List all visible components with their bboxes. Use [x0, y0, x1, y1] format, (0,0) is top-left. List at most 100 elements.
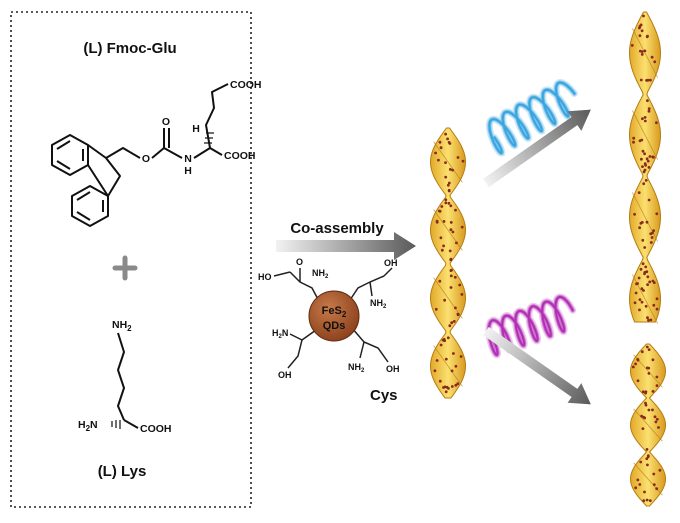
helix-molecule-dot: [454, 383, 458, 387]
helix-molecule-dot: [636, 478, 640, 482]
helix-molecule-dot: [642, 14, 645, 18]
helix-molecule-dot: [444, 198, 448, 202]
cys-label: Cys: [370, 387, 398, 404]
helix-molecule-dot: [637, 191, 641, 195]
helix-molecule-dot: [438, 379, 442, 383]
helix-molecule-dot: [647, 109, 651, 113]
helix-molecule-dot: [449, 258, 453, 262]
co-assembly-label: Co-assembly: [290, 220, 384, 237]
helix-molecule-dot: [642, 170, 646, 174]
helix-molecule-dot: [452, 352, 455, 355]
fmoc-o-carbonyl: O: [162, 116, 170, 128]
helix-molecule-dot: [646, 275, 650, 279]
helix-ribbon-center: [430, 127, 466, 399]
plus-sign: [112, 255, 138, 281]
helix-molecule-dot: [655, 384, 659, 387]
helix-molecule-dot: [640, 53, 644, 56]
helix-molecule-dot: [640, 287, 644, 291]
helix-molecule-dot: [451, 230, 455, 234]
helix-seam: [632, 192, 658, 242]
helix-molecule-dot: [637, 276, 641, 280]
helix-molecule-dot: [644, 265, 648, 269]
helix-molecule-dot: [448, 168, 452, 171]
helix-molecule-dot: [438, 209, 442, 213]
helix-molecule-dot: [460, 225, 464, 229]
helix-molecule-dot: [638, 308, 641, 312]
spring-coil: [487, 296, 574, 356]
helix-molecule-dot: [651, 358, 655, 362]
helix-molecule-dot: [449, 221, 453, 224]
helix-molecule-dot: [646, 455, 650, 459]
helix-molecule-dot: [444, 201, 448, 205]
helix-molecule-dot: [642, 499, 646, 503]
helix-seam: [433, 209, 463, 251]
helix-molecule-dot: [450, 268, 453, 272]
lys-cooh: COOH: [140, 423, 172, 435]
helix-seam: [433, 277, 463, 319]
fmoc-n-h: H: [184, 165, 192, 177]
helix-molecule-dot: [646, 159, 650, 163]
helix-molecule-dot: [444, 175, 448, 179]
helix-molecule-dot: [634, 291, 638, 295]
helix-molecule-dot: [644, 401, 647, 405]
helix-molecule-dot: [450, 321, 454, 325]
helix-molecule-dot: [657, 426, 660, 429]
helix-ribbon-top-right: [629, 11, 661, 324]
helix-molecule-dot: [435, 359, 439, 362]
helix-molecule-dot: [638, 139, 642, 143]
helix-molecule-dot: [642, 415, 646, 419]
helix-molecule-dot: [448, 249, 452, 253]
qd-label-line1: FeS2: [322, 305, 347, 319]
helix-molecule-dot: [651, 231, 654, 235]
helix-molecule-dot: [638, 34, 642, 38]
helix-molecule-dot: [444, 390, 448, 394]
helix-molecule-dot: [651, 279, 655, 283]
helix-molecule-dot: [655, 307, 659, 311]
fmoc-glu-molecule: (L) Fmoc-Glu: [51, 40, 262, 227]
helix-molecule-dot: [455, 241, 458, 245]
fes2-qd-sphere: [308, 290, 360, 342]
helix-molecule-dot: [645, 220, 649, 224]
helix-molecule-dot: [645, 157, 649, 161]
helix-molecule-dot: [446, 336, 450, 340]
helix-molecule-dot: [647, 198, 651, 202]
fmoc-cooh-top: COOH: [230, 79, 262, 91]
helix-molecule-dot: [650, 55, 654, 59]
helix-molecule-dot: [446, 137, 449, 141]
lys-h2n-alpha: H2N: [78, 419, 98, 433]
helix-molecule-dot: [640, 414, 643, 418]
qd-label-line2: QDs: [323, 320, 346, 332]
cys-nh2-top-left: NH2: [312, 268, 329, 280]
helix-molecule-dot: [645, 345, 649, 349]
helix-molecule-dot: [650, 236, 654, 239]
helix-molecule-dot: [647, 348, 651, 351]
helix-molecule-dot: [450, 385, 454, 388]
helix-molecule-dot: [646, 316, 649, 320]
helix-molecule-dot: [433, 369, 437, 373]
helix-molecule-dot: [641, 165, 644, 169]
helix-seam: [433, 141, 463, 183]
fmoc-glu-label: (L) Fmoc-Glu: [83, 40, 176, 57]
helix-molecule-dot: [434, 151, 437, 155]
helix-molecule-dot: [630, 44, 634, 47]
helix-molecule-dot: [633, 212, 636, 216]
helix-molecule-dot: [639, 78, 643, 82]
helix-molecule-dot: [640, 221, 644, 224]
helix-molecule-dot: [641, 238, 645, 242]
helix-molecule-dot: [449, 286, 453, 289]
helix-molecule-dot: [459, 355, 463, 358]
cys-oh-top-right: OH: [384, 258, 398, 268]
helix-molecule-dot: [643, 270, 647, 274]
helix-molecule-dot: [647, 366, 651, 370]
helix-molecule-dot: [655, 121, 658, 125]
helix-molecule-dot: [435, 219, 439, 223]
helix-seam: [433, 345, 463, 387]
cys-oh-bottom-left: OH: [278, 370, 292, 380]
fmoc-cooh-alpha: COOH: [224, 150, 256, 162]
helix-molecule-dot: [653, 60, 657, 64]
helix-molecule-dot: [632, 136, 636, 140]
helix-molecule-dot: [449, 228, 453, 232]
helix-molecule-dot: [648, 499, 652, 502]
helix-molecule-dot: [443, 298, 446, 302]
helix-molecule-dot: [439, 343, 443, 347]
